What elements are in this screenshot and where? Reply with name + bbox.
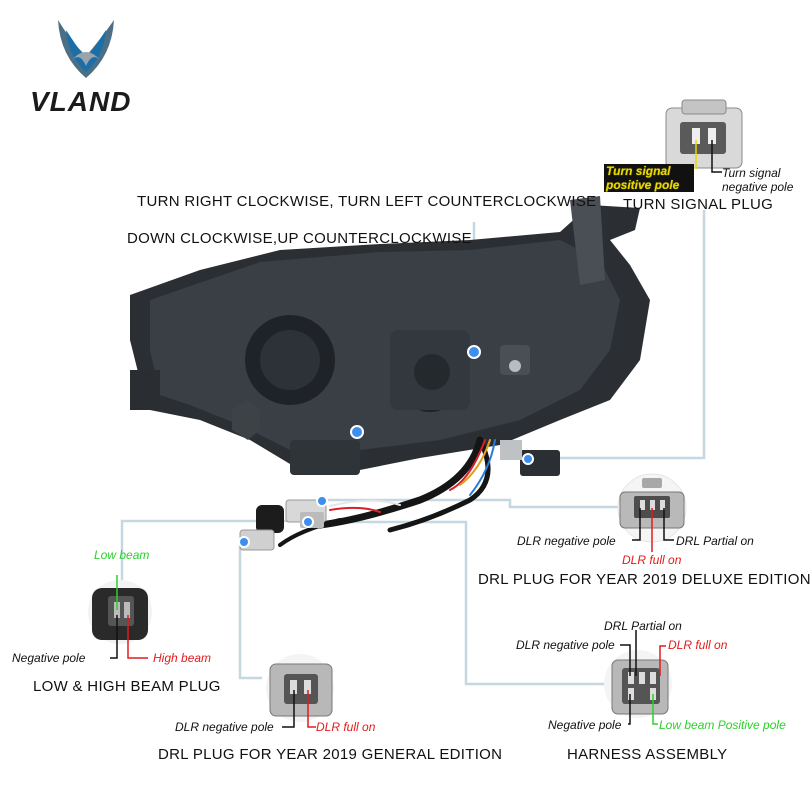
drl-deluxe-partial-label: DRL Partial on (676, 534, 754, 548)
beam-pin-lines (110, 575, 148, 659)
drl-general-plug-image (266, 654, 334, 722)
low-high-beam-plug-image (88, 580, 152, 644)
turn-signal-positive-label: Turn signal positive pole (604, 164, 694, 192)
drl-general-negative-label: DLR negative pole (175, 720, 274, 734)
high-beam-label: High beam (153, 651, 212, 665)
low-beam-label: Low beam (94, 548, 150, 562)
drl-deluxe-full-label: DLR full on (622, 553, 682, 567)
turn-signal-plug-image (665, 99, 743, 169)
turn-adjust-caption: TURN RIGHT CLOCKWISE, TURN LEFT COUNTERC… (137, 193, 597, 210)
harness-caption: HARNESS ASSEMBLY (567, 746, 728, 763)
harness-pin-lines (620, 630, 666, 725)
low-high-beam-caption: LOW & HIGH BEAM PLUG (33, 678, 221, 695)
headlight-assembly (130, 196, 650, 476)
drl-general-caption: DRL PLUG FOR YEAR 2019 GENERAL EDITION (158, 746, 503, 763)
callout-dots (238, 345, 534, 548)
drl-general-full-label: DLR full on (316, 720, 376, 734)
wiring-harness (278, 436, 496, 547)
beam-negative-label: Negative pole (12, 651, 86, 665)
vland-logo-icon (58, 20, 114, 78)
drl-deluxe-negative-label: DLR negative pole (517, 534, 616, 548)
turn-signal-plug-caption: TURN SIGNAL PLUG (623, 196, 774, 213)
harness-assembly-plug-image (604, 650, 672, 718)
harness-full-label: DLR full on (668, 638, 728, 652)
brand-logo-text: VLAND (30, 86, 132, 117)
harness-negative-label: Negative pole (548, 718, 622, 732)
harness-low-positive-label: Low beam Positive pole (659, 718, 786, 732)
turn-signal-negative-label: Turn signal negative pole (722, 166, 794, 194)
harness-partial-label: DRL Partial on (604, 619, 682, 633)
connector-bodies (239, 499, 327, 551)
harness-dlr-negative-label: DLR negative pole (516, 638, 615, 652)
drl-deluxe-pin-lines (632, 508, 674, 552)
drl-deluxe-caption: DRL PLUG FOR YEAR 2019 DELUXE EDITION (478, 571, 811, 588)
drl-general-pin-lines (282, 690, 316, 728)
height-adjust-caption: DOWN CLOCKWISE,UP COUNTERCLOCKWISE (127, 230, 472, 247)
